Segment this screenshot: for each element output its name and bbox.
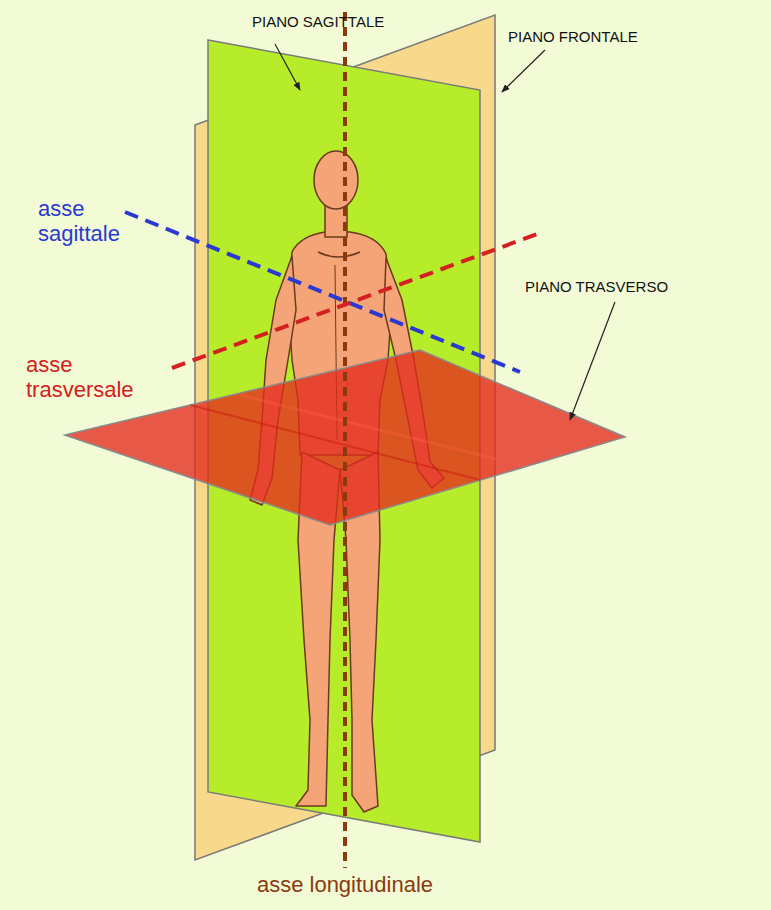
sagittal-axis: [125, 212, 520, 372]
axis-label: asse trasversale: [26, 352, 156, 403]
leader-arrow: [570, 302, 615, 420]
transverse-axis: [172, 233, 540, 368]
leader-arrow: [502, 50, 545, 92]
axis-label: asse sagittale: [38, 196, 138, 247]
axis-label: asse longitudinale: [215, 872, 475, 897]
plane-label: PIANO SAGITTALE: [252, 13, 452, 30]
leader-arrow: [275, 44, 300, 90]
plane-label: PIANO TRASVERSO: [525, 278, 755, 295]
plane-label: PIANO FRONTALE: [508, 28, 708, 45]
longitudinal-axis: [343, 12, 347, 868]
